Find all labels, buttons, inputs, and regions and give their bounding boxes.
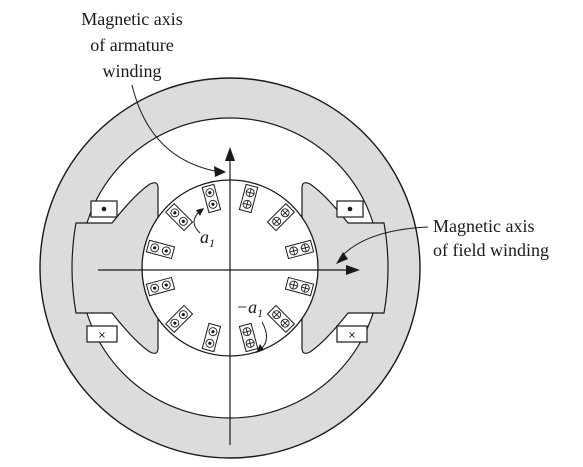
arrowhead-icon — [346, 265, 360, 275]
field-coil-top-right — [336, 200, 364, 218]
conductor-minus-a1-label: −a1 — [236, 297, 263, 320]
armature-slot — [145, 276, 176, 297]
field-pole-right — [301, 182, 389, 354]
leader-lines — [131, 84, 429, 353]
armature-slot — [238, 183, 259, 214]
field-pole-left — [71, 182, 159, 354]
conductor-a1-label: a1 — [200, 227, 215, 250]
field-coil-bottom-left: × — [86, 325, 118, 343]
svg-text:winding: winding — [102, 61, 161, 81]
armature-slot — [164, 202, 194, 232]
armature-slot — [201, 183, 222, 214]
armature-axis-label: Magnetic axis of armature winding — [81, 9, 182, 81]
armature-slot — [266, 202, 296, 232]
armature-slot — [164, 304, 194, 334]
field-coil-bottom-right: × — [336, 325, 368, 343]
svg-text:−a1: −a1 — [236, 297, 263, 320]
field-axis-label: Magnetic axis of field winding — [433, 216, 549, 260]
svg-text:of field winding: of field winding — [433, 240, 549, 260]
armature-slot — [145, 239, 176, 260]
svg-text:Magnetic axis: Magnetic axis — [433, 216, 534, 236]
svg-text:of armature: of armature — [90, 35, 173, 55]
cross-icon: × — [348, 330, 356, 341]
armature-slot — [284, 276, 315, 297]
armature-slot — [284, 239, 315, 260]
armature-slot — [238, 322, 259, 353]
svg-text:a1: a1 — [200, 227, 215, 250]
armature-slots — [145, 183, 315, 353]
field-coil-top-left — [90, 200, 118, 218]
arrowhead-icon — [225, 147, 235, 161]
armature-slot — [266, 304, 296, 334]
svg-text:Magnetic axis: Magnetic axis — [81, 9, 182, 29]
axes — [98, 147, 360, 445]
cross-icon: × — [98, 330, 106, 341]
armature-slot — [201, 322, 222, 353]
